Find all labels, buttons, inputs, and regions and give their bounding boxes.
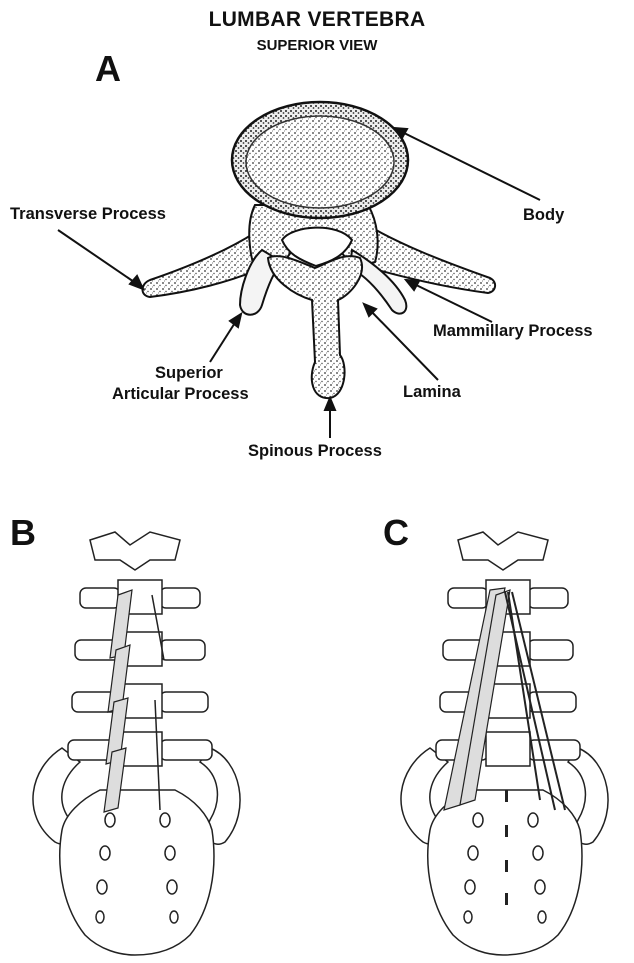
sacrum-c: [428, 790, 582, 955]
vertebra-stack-c: [436, 532, 580, 766]
